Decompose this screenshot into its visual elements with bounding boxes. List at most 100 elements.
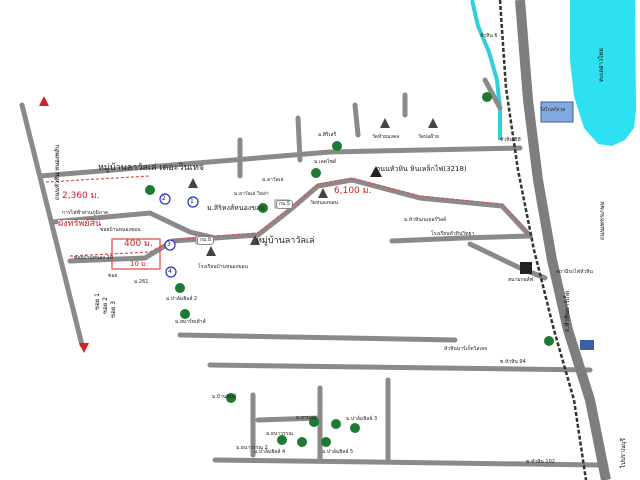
label-road-market: ถ.หัวหินมาร์เก็ต	[564, 290, 571, 332]
label-dist-10: 10 ม.	[130, 260, 148, 268]
road-upper-branch5	[482, 77, 503, 111]
label-market: หัวหินมาร์เก็ตวิลเลจ	[444, 346, 488, 352]
tree-icon	[145, 185, 155, 195]
label-school-bor-fai: โรงเรียนบ้านหนองขอน	[198, 264, 248, 270]
route-markers	[159, 193, 199, 278]
route-left	[45, 175, 151, 183]
label-m-palm-hills: ม.ปาล์มฮิลล์ 2	[166, 296, 198, 302]
label-golf: สนามกอล์ฟ	[508, 277, 534, 283]
km-label: กม.5	[276, 200, 294, 209]
railway	[498, 0, 588, 480]
tree-icon	[350, 423, 360, 433]
temple-icon	[250, 235, 260, 245]
arrow-down-icon	[79, 343, 89, 353]
label-rayong: ไปปราณบุรี	[620, 438, 627, 468]
tree-icon	[226, 393, 236, 403]
sea	[570, 0, 636, 146]
label-power-station: การไฟฟ้าส่วนภูมิภาค	[62, 210, 109, 216]
marker-3	[164, 239, 176, 251]
temple-icon	[380, 118, 390, 128]
tree-icon	[297, 437, 307, 447]
project-area	[111, 238, 161, 270]
temple-icon	[318, 188, 328, 198]
road-mid	[49, 177, 533, 241]
tree-icon	[277, 435, 287, 445]
temple-icon	[206, 246, 216, 256]
label-m-sirithanee: ม.ศิริเสรี	[318, 132, 337, 138]
road-lower-soi	[177, 332, 458, 343]
tree-icon	[331, 419, 341, 429]
marker-4	[165, 266, 177, 278]
label-m-palm-hills4: ม.ปาล์มฮิลล์ 4	[254, 449, 286, 455]
mountain-icon	[370, 166, 382, 177]
palace-building	[540, 101, 574, 123]
label-m-tanawan2: ม.ธนาวรรณ 2	[236, 445, 268, 451]
main-road-left	[19, 102, 85, 348]
label-m-huahin-heights: ม.หัวหินเนเจอร์วิลล์	[404, 217, 447, 223]
label-project-site: ผังทรัพย์สิน	[58, 219, 102, 229]
arrow-up-icon	[39, 96, 49, 106]
road-village-upper	[67, 235, 218, 264]
label-soi-wat-nong: ซอยบ้านหนองขอน	[100, 227, 141, 233]
label-soi-88: หัวหิน 88	[500, 137, 521, 143]
market-icon	[580, 340, 594, 350]
label-dist-6100: 6,100 ม.	[334, 186, 372, 196]
marker-2	[159, 193, 171, 205]
temple-icon	[428, 118, 438, 128]
trees	[145, 92, 554, 447]
river	[470, 0, 502, 140]
label-m-baan-pim: ม.บ้านพิมพ์	[212, 394, 237, 400]
marker-label: 4	[168, 268, 172, 275]
label-m-smart-house: ม.สมาร์ทเฮ้าส์	[175, 319, 206, 325]
label-main-road-left: ถนนหัวหิน หนองพลับ	[54, 144, 61, 200]
label-m-lakeview: ม.เลคไซด์	[314, 159, 337, 165]
label-soi: ซอย	[108, 273, 118, 279]
label-main-road-right: ถนนเพชรเกษม	[599, 201, 606, 240]
tree-icon	[175, 283, 185, 293]
km-label: กม.8	[197, 236, 215, 245]
golf-icon	[520, 262, 532, 274]
label-dist-2360: 2,360 ม.	[62, 191, 100, 201]
temple-icon	[188, 178, 198, 188]
label-soi-102: ซ.หัวหิน 102	[526, 459, 555, 465]
label-m-palm-hills5: ม.ปาล์มฮิลล์ 5	[322, 449, 354, 455]
temples	[188, 118, 438, 256]
tree-icon	[482, 92, 492, 102]
label-school-huahin: โรงเรียนหัวหินวิทยา	[431, 231, 475, 237]
label-road-3218: ถนนหัวหิน หินเหล็กไฟ(3218)	[376, 165, 467, 173]
road-soi-94	[207, 362, 593, 373]
road-network	[19, 77, 603, 468]
label-wat-bor-fai: วัดบ่อฝ้าย	[418, 134, 439, 140]
label-m-lavalle: ม.ลาวัลเล่	[262, 177, 284, 183]
label-m-sihong: ม.สิริหงส์หนองขอน	[207, 204, 265, 212]
label-m-palm-hills3: ม.ปาล์มฮิลล์ 3	[346, 416, 378, 422]
tree-icon	[544, 336, 554, 346]
marker-1	[187, 196, 199, 208]
marker-label: 1	[190, 198, 194, 205]
label-railway-station: สถานีรถไฟหัวหิน	[556, 269, 593, 275]
label-m-lavalle-villa: ม.ลาวัลเล่ วิลล่า	[234, 191, 269, 197]
road-soi-102	[212, 457, 603, 468]
road-upper-branch2	[295, 115, 303, 163]
road-upper-branch3	[352, 102, 361, 138]
label-soi-number: ซอย 3	[110, 301, 117, 318]
tree-icon	[321, 437, 331, 447]
marker-label: 2	[162, 195, 166, 202]
tree-icon	[180, 309, 190, 319]
label-soi-261: ม.261	[134, 279, 149, 285]
main-road-right	[515, 0, 611, 480]
tree-icon	[258, 203, 268, 213]
label-dist-400: 400 ม.	[124, 239, 153, 249]
label-wat-nong: วัดหนองขอน	[310, 200, 339, 206]
label-soi-10: ซอยบ้านหนอง 10	[74, 255, 113, 261]
road-sukhumvit-link	[37, 145, 523, 179]
label-wat-huai: วัดห้วยมงคล	[372, 134, 400, 140]
label-palace: วังไกลกังวล	[540, 107, 566, 113]
tree-icon	[311, 168, 321, 178]
label-m-tanawan: ม.ธนาวรรณ	[266, 431, 293, 437]
tree-icon	[309, 417, 319, 427]
label-soi-6: หัวหิน 6	[480, 33, 498, 39]
road-branch-golf	[467, 241, 548, 281]
